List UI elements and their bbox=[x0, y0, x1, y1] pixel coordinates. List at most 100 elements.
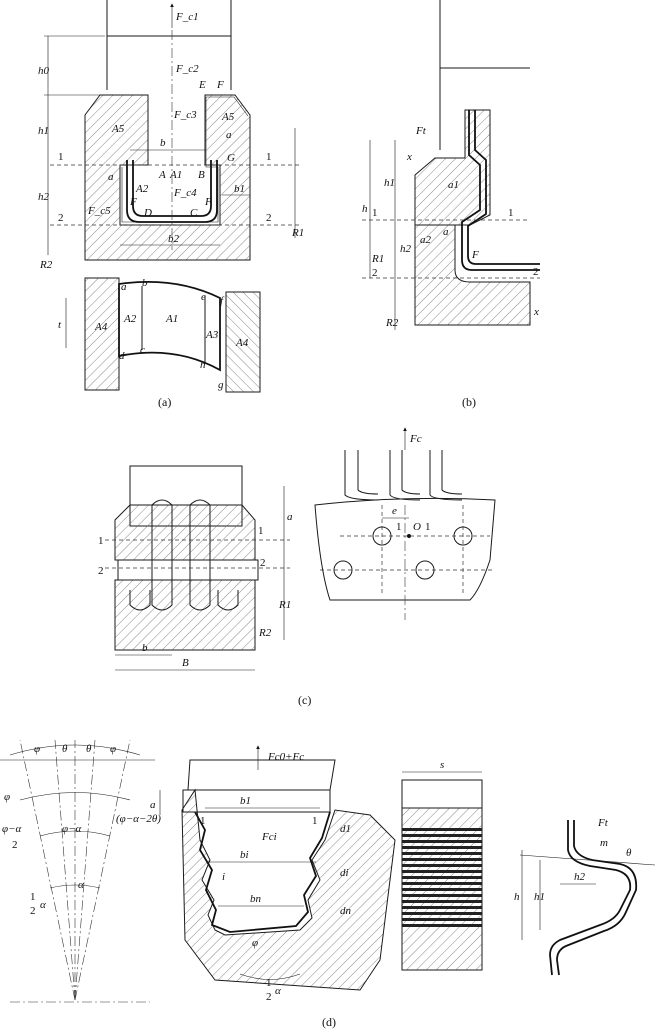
c-dim-e: e bbox=[392, 505, 397, 517]
pt-c: c bbox=[140, 344, 145, 356]
b-dim-h1: h1 bbox=[384, 177, 395, 189]
d-half-alpha: α bbox=[40, 899, 46, 911]
panel-b: 1 1 2 2 h h1 h2 x Ft a1 a2 a F R1 R2 x (… bbox=[362, 0, 540, 409]
b-dim-a1: a1 bbox=[448, 179, 459, 191]
pt-h: h bbox=[200, 359, 206, 371]
area-a1-lower: A1 bbox=[165, 313, 178, 325]
point-g: G bbox=[227, 152, 235, 164]
b-dim-a2: a2 bbox=[420, 234, 432, 246]
section-line-2-right: 2 bbox=[266, 212, 272, 224]
area-a2-lower: A2 bbox=[123, 313, 137, 325]
c-point-o: O bbox=[413, 521, 421, 533]
b-force-f: F bbox=[471, 249, 479, 261]
stripe bbox=[402, 912, 482, 915]
caption-a: (a) bbox=[158, 395, 171, 409]
d-expr: (φ−α−2θ) bbox=[116, 813, 161, 825]
pt-g: g bbox=[218, 379, 224, 391]
c-top-line-1-right: 1 bbox=[425, 521, 431, 533]
stripe bbox=[402, 882, 482, 885]
dim-b1: b1 bbox=[234, 183, 245, 195]
d-angle-phi-alpha: φ−α bbox=[62, 823, 82, 835]
point-a: A bbox=[158, 169, 166, 181]
point-e: E bbox=[198, 79, 206, 91]
d-half-den: 2 bbox=[30, 905, 36, 917]
dim-h2: h2 bbox=[38, 191, 50, 203]
b-dim-a: a bbox=[443, 226, 449, 238]
stripe bbox=[402, 828, 482, 831]
d-angle-half-den: 2 bbox=[12, 839, 18, 851]
d-angle-phi-left: φ bbox=[34, 743, 40, 755]
b-force-ft: Ft bbox=[415, 125, 427, 137]
stripe bbox=[402, 888, 482, 891]
section-line-2-left: 2 bbox=[58, 212, 64, 224]
dim-r1: R1 bbox=[291, 227, 304, 239]
stripe bbox=[402, 834, 482, 837]
panel-c: 1 1 2 2 a R1 R2 b B Fc e O 1 1 (c) bbox=[98, 427, 496, 707]
dim-a-right: a bbox=[226, 129, 232, 141]
d-line-1-right: 1 bbox=[312, 815, 318, 827]
b-dim-r1: R1 bbox=[371, 253, 384, 265]
d-force-fc0-fc: Fc0+Fc bbox=[267, 751, 304, 763]
point-f-top: F bbox=[216, 79, 224, 91]
c-dim-b: b bbox=[142, 642, 148, 654]
force-fc3: F_c3 bbox=[173, 109, 197, 121]
c-line-2-left: 2 bbox=[98, 565, 104, 577]
d-dim-di: di bbox=[340, 867, 349, 879]
dim-t: t bbox=[58, 319, 62, 331]
stripe bbox=[402, 906, 482, 909]
d-angle-theta-right: θ bbox=[86, 743, 92, 755]
d-force-ft: Ft bbox=[597, 817, 609, 829]
d-angle-theta-left: θ bbox=[62, 743, 68, 755]
point-d: D bbox=[143, 207, 152, 219]
d-dim-bi: bi bbox=[240, 849, 249, 861]
d-dim-m: m bbox=[600, 837, 608, 849]
section-line-1-right: 1 bbox=[266, 151, 272, 163]
caption-d: (d) bbox=[322, 1015, 336, 1029]
caption-b: (b) bbox=[462, 395, 476, 409]
stripe bbox=[402, 846, 482, 849]
d-angle-theta: θ bbox=[626, 847, 632, 859]
stripe bbox=[402, 840, 482, 843]
stripe bbox=[402, 876, 482, 879]
dim-h1: h1 bbox=[38, 125, 49, 137]
c-line-1-right: 1 bbox=[258, 525, 264, 537]
d-force-fci: Fci bbox=[261, 831, 277, 843]
d-angle-phi-right: φ bbox=[110, 743, 116, 755]
d-bottom-half-num: 1 bbox=[266, 977, 272, 989]
area-a4-left: A4 bbox=[94, 321, 108, 333]
d-angle-phi-bottom: φ bbox=[252, 937, 258, 949]
d-line-1-left: 1 bbox=[200, 815, 206, 827]
d-dim-h1: h1 bbox=[534, 891, 545, 903]
section-line-1-left: 1 bbox=[58, 151, 64, 163]
d-bottom-alpha: α bbox=[275, 985, 281, 997]
stripe bbox=[402, 864, 482, 867]
b-axis-x: x bbox=[533, 306, 539, 318]
c-line-2-right: 2 bbox=[260, 557, 266, 569]
b-line-2-left: 2 bbox=[372, 267, 378, 279]
force-fc4: F_c4 bbox=[173, 187, 197, 199]
caption-c: (c) bbox=[298, 693, 311, 707]
pt-f: f bbox=[220, 295, 225, 307]
d-dim-dn: dn bbox=[340, 905, 352, 917]
b-dim-x: x bbox=[406, 151, 412, 163]
d-angle-alpha: α bbox=[78, 879, 84, 891]
d-half-num: 1 bbox=[30, 891, 36, 903]
pt-b: b bbox=[142, 277, 148, 289]
stripe bbox=[402, 852, 482, 855]
c-top-line-1-left: 1 bbox=[396, 521, 402, 533]
area-a3: A3 bbox=[205, 329, 219, 341]
stripe bbox=[402, 924, 482, 927]
pt-a: a bbox=[121, 281, 127, 293]
c-dim-r2: R2 bbox=[258, 627, 272, 639]
d-step-i: i bbox=[222, 871, 225, 883]
panel-d: φ θ θ φ φ φ−α 2 φ−α (φ−α−2θ) α 1 2 α Fc0… bbox=[0, 739, 656, 1029]
force-fc2: F_c2 bbox=[175, 63, 199, 75]
b-dim-h2: h2 bbox=[400, 243, 412, 255]
point-f-left: F bbox=[129, 196, 137, 208]
b-line-1-right: 1 bbox=[508, 207, 514, 219]
d-dim-b1: b1 bbox=[240, 795, 251, 807]
pt-d: d bbox=[119, 350, 125, 362]
panel-a: F_c1 F_c2 1 1 2 2 h0 h1 h2 R2 R1 b b2 b1 bbox=[38, 0, 304, 409]
c-line-1-left: 1 bbox=[98, 535, 104, 547]
b-line-1-left: 1 bbox=[372, 207, 378, 219]
